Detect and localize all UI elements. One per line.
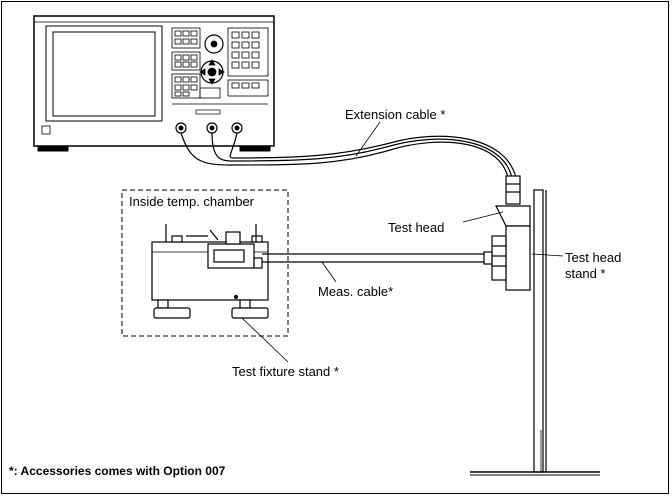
meas-cable: [262, 253, 484, 263]
test-head-stand-label-line2: stand *: [565, 266, 606, 281]
test-head: [483, 175, 531, 291]
temp-chamber-box: [121, 189, 289, 337]
test-head-label: Test head: [388, 220, 445, 235]
test-head-stand-label-line1: Test head: [565, 250, 622, 265]
footnote: *: Accessories comes with Option 007: [9, 464, 226, 478]
test-fixture-stand-label: Test fixture stand *: [232, 364, 339, 379]
extension-cable-label: Extension cable *: [345, 107, 446, 122]
front-panel-keys: [171, 27, 269, 99]
leader-lines: [241, 121, 564, 363]
analyzer-instrument: [33, 15, 275, 152]
test-head-stand: [470, 189, 600, 476]
meas-cable-label: Meas. cable*: [318, 284, 394, 299]
test-fixture-stand: [151, 224, 269, 319]
extension-cable: [180, 132, 517, 179]
inside-chamber-label: Inside temp. chamber: [129, 194, 255, 209]
